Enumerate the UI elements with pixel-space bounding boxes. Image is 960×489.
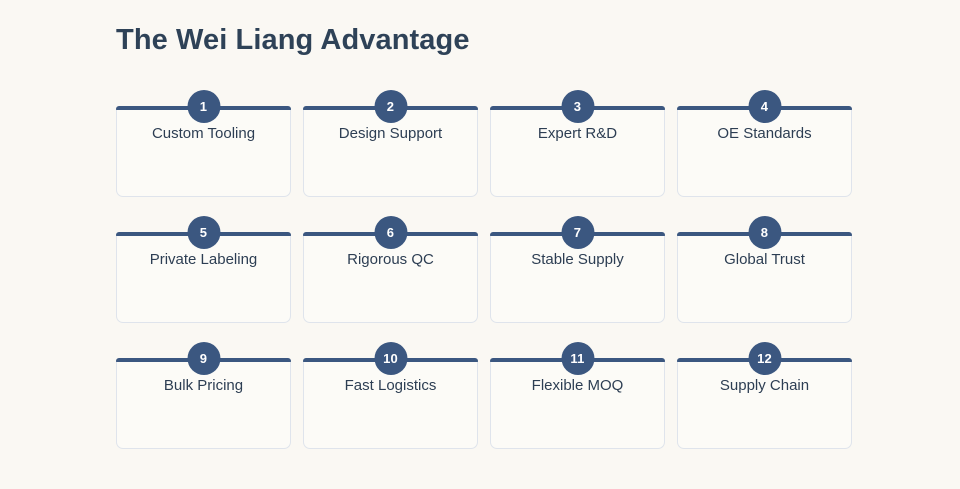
- card-body: [116, 110, 291, 197]
- card-body: [303, 236, 478, 323]
- card-label: Supply Chain: [719, 377, 810, 394]
- card-body: [677, 236, 852, 323]
- card-number-badge: 11: [561, 342, 594, 375]
- card-body: [303, 362, 478, 449]
- card-label: Custom Tooling: [151, 125, 256, 142]
- card-body: [303, 110, 478, 197]
- advantage-card[interactable]: 9 Bulk Pricing: [116, 342, 291, 449]
- card-label: Fast Logistics: [344, 377, 437, 394]
- card-number-badge: 9: [187, 342, 220, 375]
- card-number-badge: 1: [187, 90, 220, 123]
- advantage-card-grid: 1 Custom Tooling 2 Design Support 3 Expe…: [116, 90, 852, 454]
- card-label: Bulk Pricing: [163, 377, 244, 394]
- advantage-card[interactable]: 2 Design Support: [303, 90, 478, 197]
- advantage-card[interactable]: 8 Global Trust: [677, 216, 852, 323]
- card-number-badge: 5: [187, 216, 220, 249]
- card-number-badge: 7: [561, 216, 594, 249]
- card-label: Global Trust: [724, 251, 805, 268]
- card-label: OE Standards: [717, 125, 812, 142]
- card-body: [677, 110, 852, 197]
- card-number-badge: 3: [561, 90, 594, 123]
- advantage-card[interactable]: 11 Flexible MOQ: [490, 342, 665, 449]
- card-body: [490, 110, 665, 197]
- advantage-card[interactable]: 1 Custom Tooling: [116, 90, 291, 197]
- card-number-badge: 2: [374, 90, 407, 123]
- card-body: [116, 362, 291, 449]
- card-number-badge: 4: [748, 90, 781, 123]
- card-label: Design Support: [338, 125, 443, 142]
- card-label: Private Labeling: [149, 251, 258, 268]
- card-number-badge: 10: [374, 342, 407, 375]
- card-number-badge: 8: [748, 216, 781, 249]
- card-label: Expert R&D: [537, 125, 618, 142]
- advantage-card[interactable]: 3 Expert R&D: [490, 90, 665, 197]
- advantage-card[interactable]: 4 OE Standards: [677, 90, 852, 197]
- card-label: Flexible MOQ: [531, 377, 624, 394]
- card-label: Rigorous QC: [347, 251, 434, 268]
- advantage-card[interactable]: 6 Rigorous QC: [303, 216, 478, 323]
- advantage-card[interactable]: 5 Private Labeling: [116, 216, 291, 323]
- card-body: [116, 236, 291, 323]
- advantage-card[interactable]: 7 Stable Supply: [490, 216, 665, 323]
- card-body: [490, 236, 665, 323]
- card-number-badge: 6: [374, 216, 407, 249]
- advantage-card[interactable]: 10 Fast Logistics: [303, 342, 478, 449]
- card-body: [677, 362, 852, 449]
- advantage-card[interactable]: 12 Supply Chain: [677, 342, 852, 449]
- page-title: The Wei Liang Advantage: [116, 24, 470, 56]
- card-number-badge: 12: [748, 342, 781, 375]
- card-body: [490, 362, 665, 449]
- card-label: Stable Supply: [531, 251, 624, 268]
